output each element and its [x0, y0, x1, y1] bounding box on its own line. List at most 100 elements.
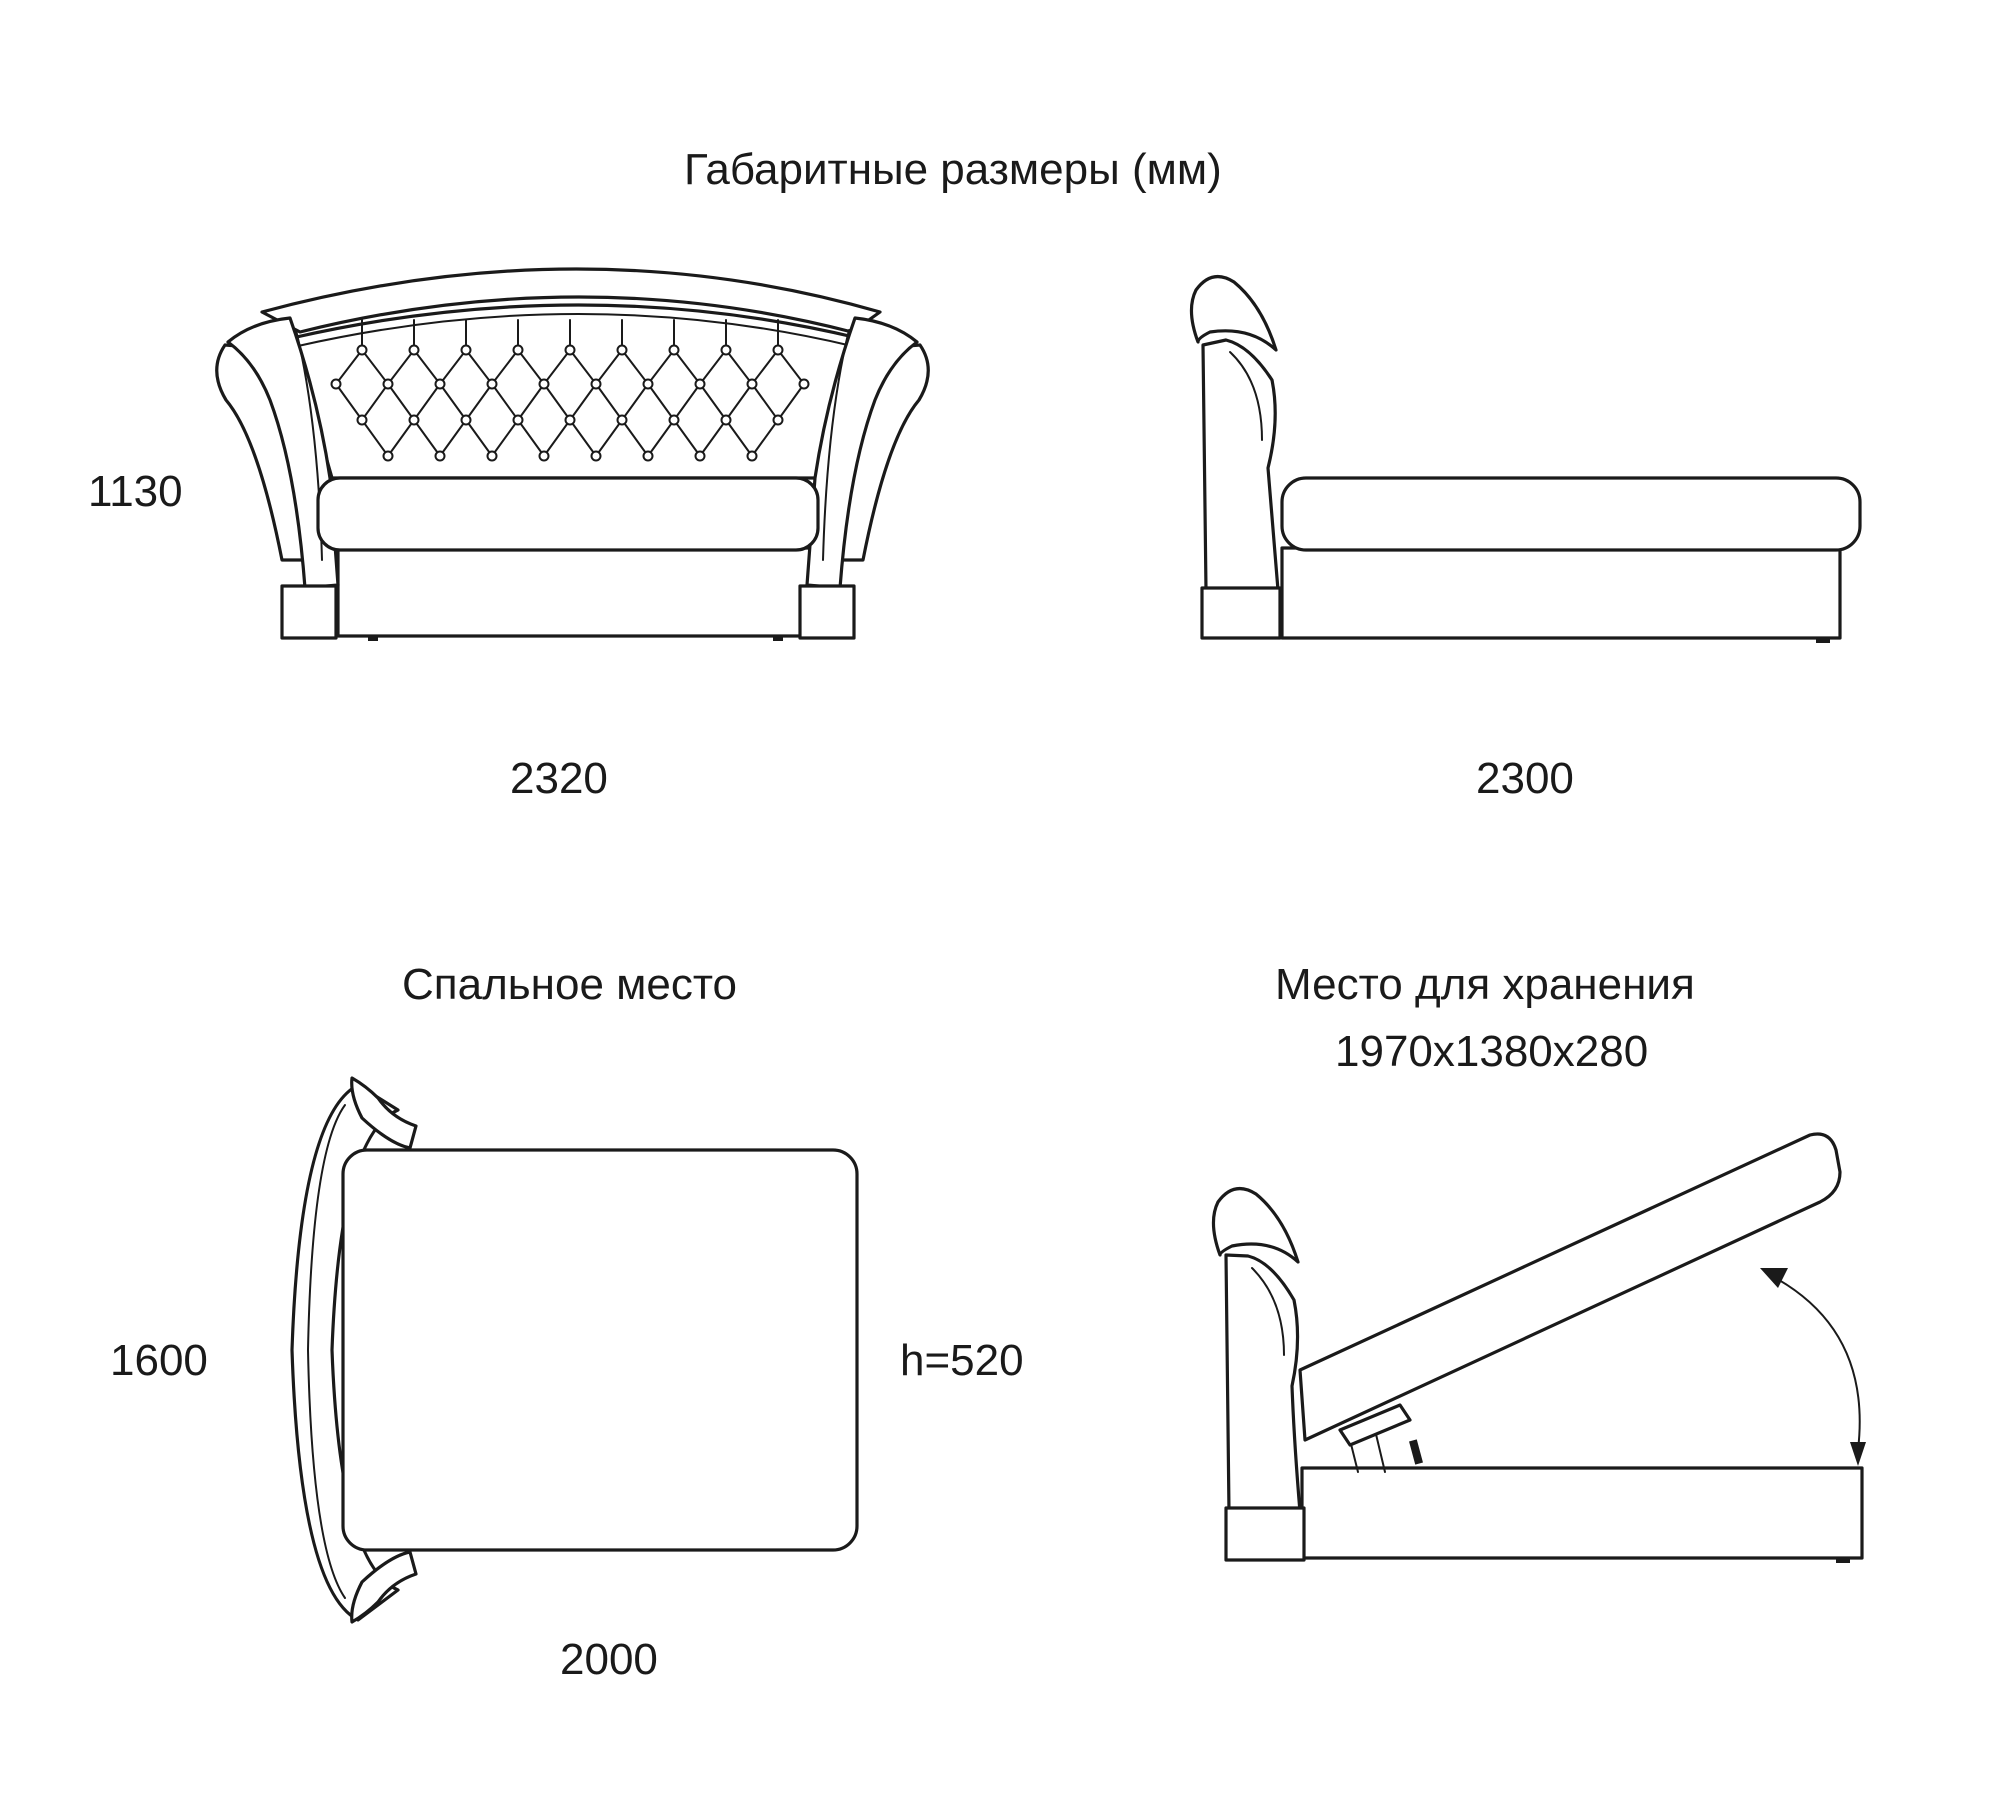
- front-tufting: [332, 320, 809, 461]
- front-panel-piping: [298, 314, 852, 346]
- tufting-seam: [596, 384, 622, 420]
- top-wing-upper: [352, 1078, 416, 1148]
- diagram-title: Габаритные размеры (мм): [684, 145, 1222, 194]
- side-base: [1282, 548, 1840, 638]
- tufting-button: [462, 346, 471, 355]
- tufting-seam: [700, 420, 726, 456]
- tufting-seam: [700, 350, 726, 384]
- tufting-seam: [362, 420, 388, 456]
- tufting-button: [696, 380, 705, 389]
- tufting-button: [488, 452, 497, 461]
- tufting-button: [644, 380, 653, 389]
- tufting-seam: [622, 384, 648, 420]
- top-mattress: [343, 1150, 857, 1550]
- front-right-leg: [800, 586, 854, 638]
- tufting-seam: [414, 420, 440, 456]
- front-mattress: [318, 478, 818, 550]
- tufting-seam: [700, 384, 726, 420]
- tufting-button: [722, 416, 731, 425]
- tufting-button: [618, 416, 627, 425]
- tufting-button: [358, 416, 367, 425]
- tufting-seam: [570, 384, 596, 420]
- side-headboard-line: [1230, 352, 1262, 440]
- tufting-seam: [752, 420, 778, 456]
- tufting-button: [488, 380, 497, 389]
- storage-headboard-roll: [1213, 1189, 1298, 1262]
- tufting-seam: [674, 350, 700, 384]
- tufting-button: [332, 380, 341, 389]
- tufting-button: [670, 346, 679, 355]
- tufting-seam: [648, 420, 674, 456]
- tufting-seam: [752, 384, 778, 420]
- tufting-seam: [544, 384, 570, 420]
- tufting-button: [384, 380, 393, 389]
- tufting-seam: [362, 384, 388, 420]
- tufting-seam: [518, 420, 544, 456]
- side-leg: [1202, 588, 1280, 638]
- tufting-seam: [336, 384, 362, 420]
- tufting-button: [748, 380, 757, 389]
- storage-foot: [1836, 1558, 1850, 1563]
- storage-headboard-line: [1252, 1268, 1284, 1355]
- storage-heading: Место для хранения: [1275, 960, 1695, 1009]
- tufting-button: [696, 452, 705, 461]
- tufting-seam: [466, 350, 492, 384]
- tufting-seam: [492, 384, 518, 420]
- tufting-seam: [466, 384, 492, 420]
- tufting-seam: [388, 384, 414, 420]
- storage-lifted-mattress: [1300, 1134, 1840, 1440]
- tufting-seam: [440, 350, 466, 384]
- tufting-seam: [544, 350, 570, 384]
- lift-arrow-head-top: [1760, 1268, 1788, 1288]
- tufting-button: [722, 346, 731, 355]
- top-headboard-line: [308, 1105, 345, 1598]
- storage-base: [1302, 1468, 1862, 1558]
- sleeping-height-label: h=520: [900, 1336, 1024, 1385]
- tufting-seam: [674, 420, 700, 456]
- tufting-button: [436, 452, 445, 461]
- front-right-wing-line: [823, 330, 849, 560]
- front-height-label: 1130: [88, 467, 183, 516]
- tufting-button: [410, 416, 419, 425]
- front-top-rail: [262, 269, 880, 332]
- storage-headboard: [1226, 1255, 1300, 1512]
- tufting-seam: [570, 350, 596, 384]
- bed-side-view: [1191, 277, 1860, 643]
- tufting-seam: [596, 350, 622, 384]
- tufting-seam: [492, 420, 518, 456]
- tufting-button: [540, 452, 549, 461]
- storage-leg: [1226, 1508, 1304, 1560]
- side-headboard: [1203, 340, 1278, 590]
- tufting-button: [410, 346, 419, 355]
- tufting-button: [774, 346, 783, 355]
- bed-storage-view: [1213, 1134, 1866, 1563]
- tufting-button: [644, 452, 653, 461]
- gas-lift-arm-2: [1375, 1430, 1385, 1472]
- tufting-button: [592, 380, 601, 389]
- tufting-seam: [622, 350, 648, 384]
- front-foot-right: [773, 636, 783, 641]
- tufting-button: [800, 380, 809, 389]
- tufting-seam: [570, 420, 596, 456]
- tufting-seam: [674, 384, 700, 420]
- tufting-seam: [388, 420, 414, 456]
- tufting-seam: [622, 420, 648, 456]
- tufting-button: [670, 416, 679, 425]
- tufting-button: [566, 416, 575, 425]
- tufting-seam: [544, 420, 570, 456]
- tufting-seam: [492, 350, 518, 384]
- front-width-label: 2320: [510, 754, 608, 803]
- lift-arrow-arc: [1772, 1276, 1860, 1450]
- tufting-seam: [778, 384, 804, 420]
- tufting-seam: [440, 420, 466, 456]
- gas-lift-piston: [1409, 1439, 1423, 1465]
- bed-front-view: [217, 269, 929, 641]
- tufting-seam: [726, 350, 752, 384]
- tufting-seam: [414, 384, 440, 420]
- tufting-seam: [518, 350, 544, 384]
- tufting-seam: [648, 384, 674, 420]
- tufting-button: [774, 416, 783, 425]
- front-left-leg: [282, 586, 336, 638]
- front-foot-left: [368, 636, 378, 641]
